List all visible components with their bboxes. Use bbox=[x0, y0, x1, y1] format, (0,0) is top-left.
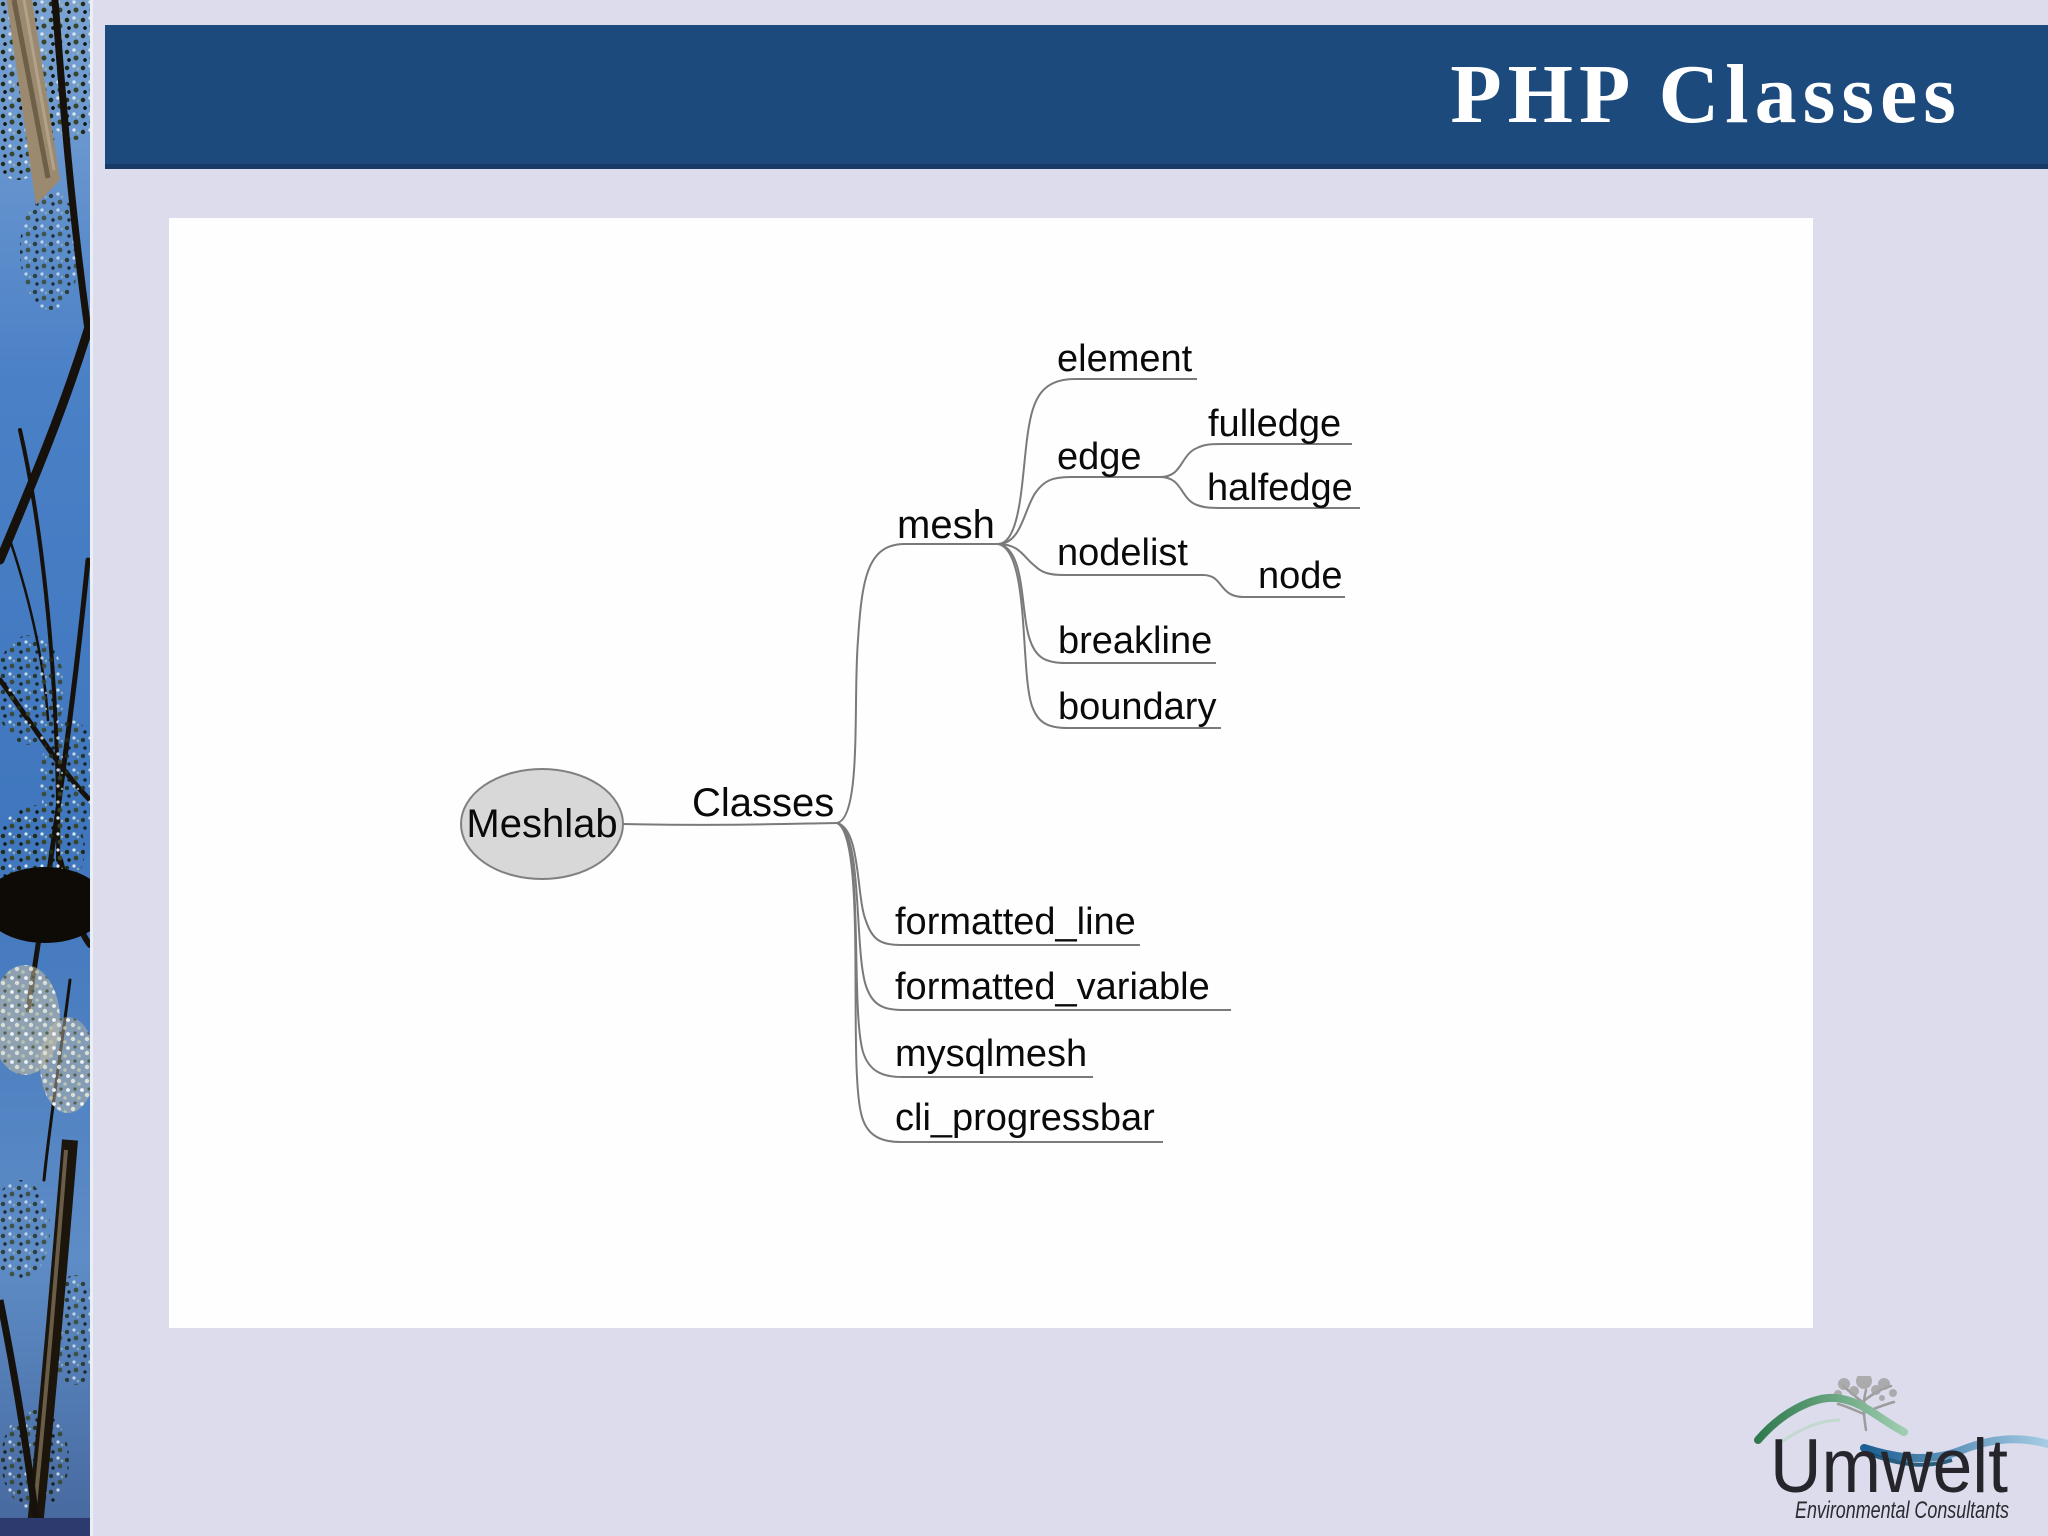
tree-photo-art bbox=[0, 0, 90, 1536]
tree-photo-strip bbox=[0, 0, 93, 1536]
mindmap-node-mesh: mesh bbox=[897, 503, 995, 547]
mindmap-node-fulledge: fulledge bbox=[1208, 403, 1342, 445]
logo-green-swoosh-highlight bbox=[1775, 1418, 1841, 1448]
mindmap-node-nodelist: nodelist bbox=[1057, 532, 1188, 574]
mindmap-branch-classes: Classes bbox=[692, 781, 835, 825]
logo-blue-swoosh bbox=[1860, 1435, 2048, 1463]
mindmap-node-breakline: breakline bbox=[1058, 620, 1213, 662]
mindmap-node-edge: edge bbox=[1057, 436, 1142, 478]
mindmap-node-mysqlmesh: mysqlmesh bbox=[895, 1033, 1088, 1075]
mindmap-root-meshlab: Meshlab bbox=[466, 801, 618, 846]
logo-brand-text: Umwelt bbox=[1770, 1424, 2008, 1509]
mindmap-node-element: element bbox=[1057, 338, 1193, 380]
mindmap-node-boundary: boundary bbox=[1058, 686, 1217, 728]
umwelt-logo: Umwelt Environmental Consultants bbox=[1752, 1376, 2048, 1536]
mindmap-node-halfedge: halfedge bbox=[1207, 467, 1353, 509]
logo-tagline-text: Environmental Consultants bbox=[1795, 1497, 2009, 1524]
mindmap-node-node: node bbox=[1258, 555, 1343, 597]
mindmap-node-formatted-variable: formatted_variable bbox=[895, 966, 1210, 1008]
mindmap-node-cli-progressbar: cli_progressbar bbox=[895, 1097, 1155, 1139]
mindmap-node-formatted-line: formatted_line bbox=[895, 901, 1136, 943]
header-bar: PHP Classes bbox=[105, 25, 2048, 169]
logo-blue-swoosh-shadow bbox=[1869, 1452, 1953, 1467]
umwelt-logo-art: Umwelt Environmental Consultants bbox=[1754, 1376, 2048, 1524]
slide-title: PHP Classes bbox=[1450, 48, 1962, 141]
content-panel bbox=[169, 218, 1813, 1328]
logo-green-swoosh bbox=[1754, 1393, 1908, 1444]
